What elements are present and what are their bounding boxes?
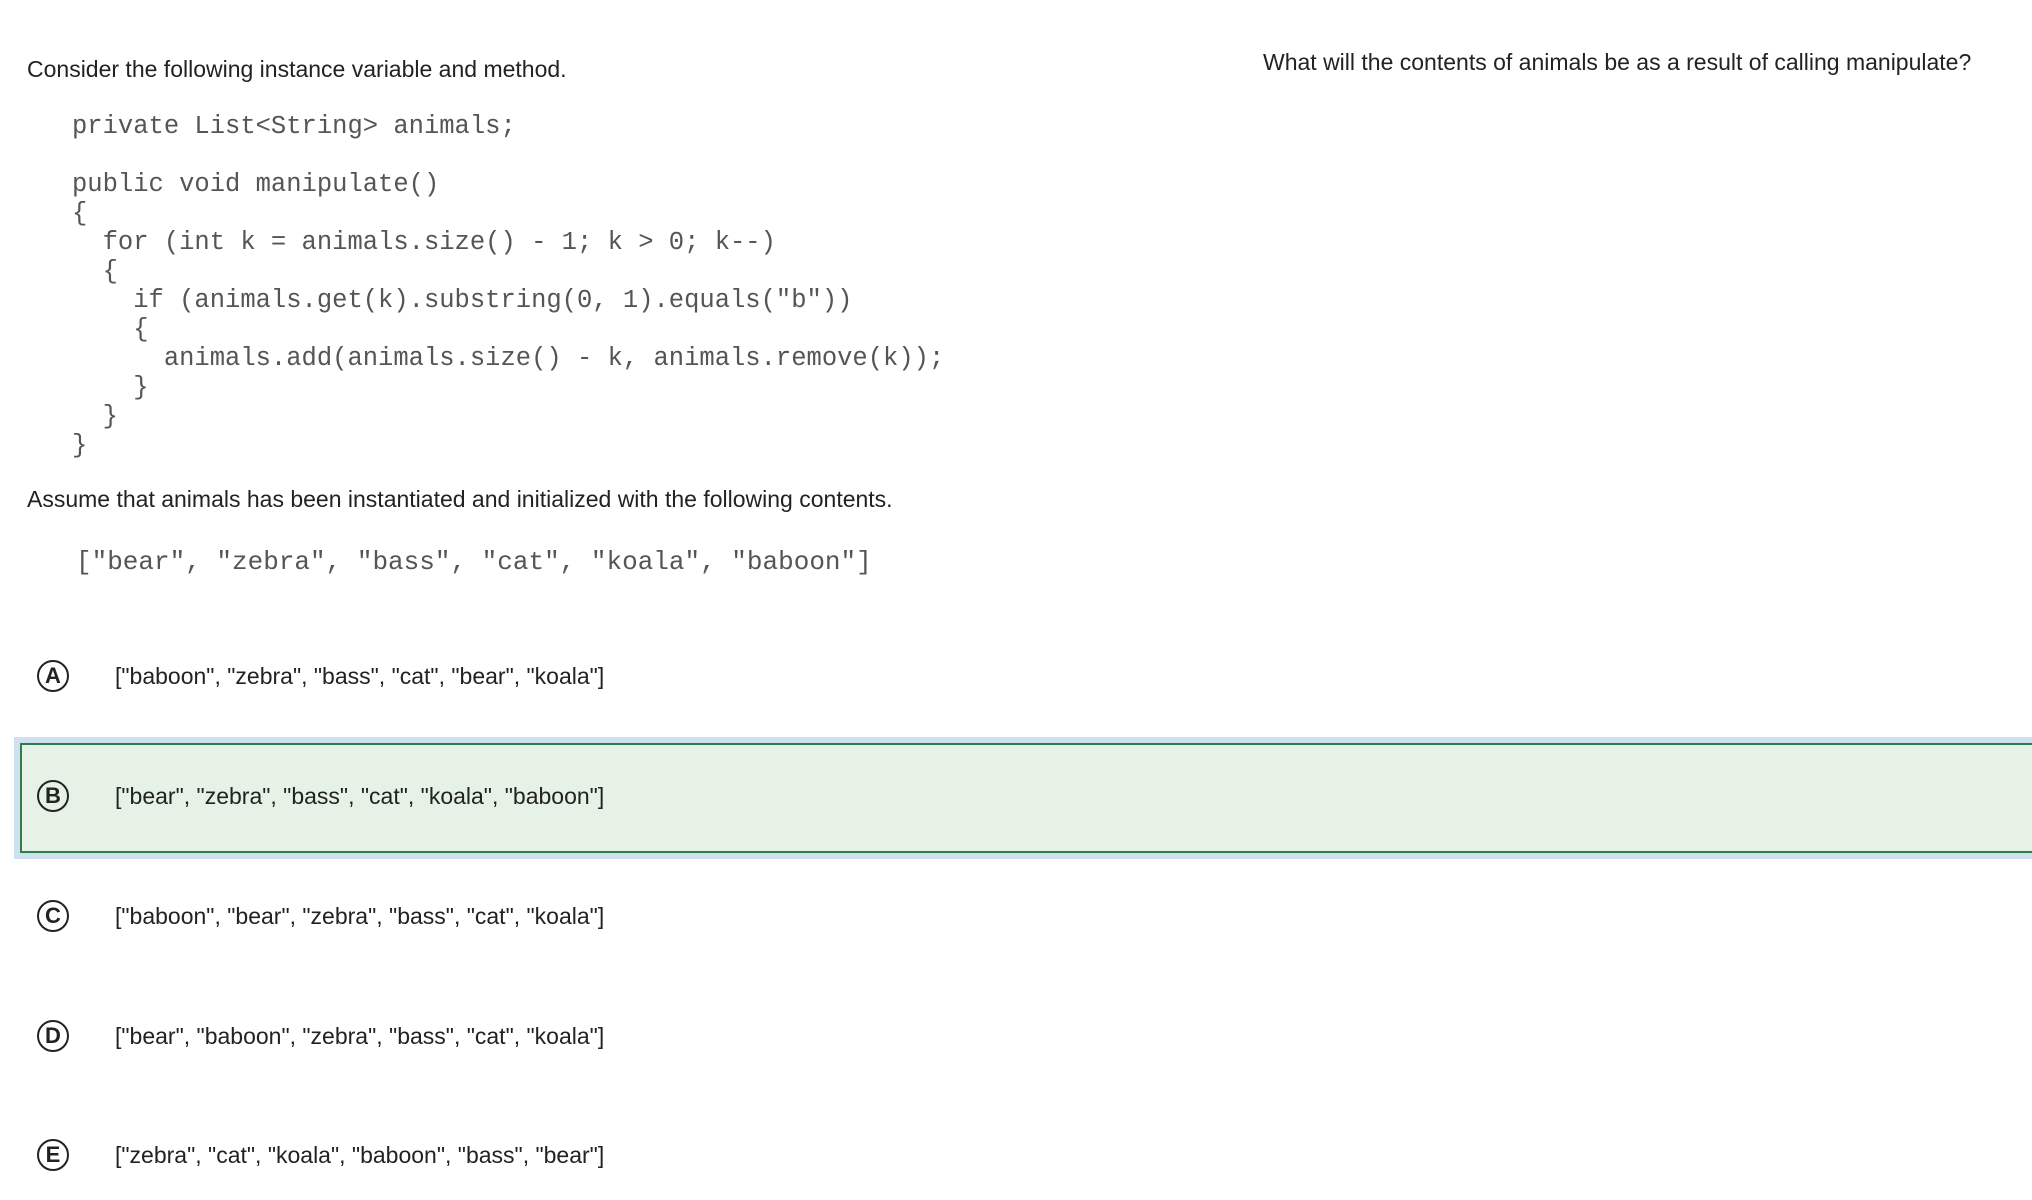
option-text-c: ["baboon", "bear", "zebra", "bass", "cat…: [115, 903, 605, 929]
option-text-a: ["baboon", "zebra", "bass", "cat", "bear…: [115, 663, 605, 689]
code-line: {: [72, 257, 118, 286]
question-prompt: What will the contents of animals be as …: [1263, 49, 1972, 75]
code-line: {: [72, 315, 149, 344]
code-line: }: [72, 373, 149, 402]
code-line: }: [72, 402, 118, 431]
option-letter-b: B: [37, 780, 69, 812]
assumption-text: Assume that animals has been instantiate…: [27, 486, 893, 512]
option-letter-a: A: [37, 660, 69, 692]
code-line: for (int k = animals.size() - 1; k > 0; …: [72, 228, 776, 257]
option-letter-d: D: [37, 1020, 69, 1052]
answer-option-b[interactable]: B ["bear", "zebra", "bass", "cat", "koal…: [20, 743, 2032, 853]
option-text-d: ["bear", "baboon", "zebra", "bass", "cat…: [115, 1023, 605, 1049]
option-text-b: ["bear", "zebra", "bass", "cat", "koala"…: [115, 783, 605, 809]
initial-contents: ["bear", "zebra", "bass", "cat", "koala"…: [76, 547, 872, 577]
code-line: if (animals.get(k).substring(0, 1).equal…: [72, 286, 853, 315]
code-line: public void manipulate(): [72, 170, 440, 199]
code-line: }: [72, 431, 88, 460]
question-intro: Consider the following instance variable…: [27, 56, 567, 82]
option-text-e: ["zebra", "cat", "koala", "baboon", "bas…: [115, 1142, 605, 1168]
option-letter-c: C: [37, 900, 69, 932]
code-line: animals.add(animals.size() - k, animals.…: [72, 344, 945, 373]
answer-option-d[interactable]: D ["bear", "baboon", "zebra", "bass", "c…: [20, 983, 2032, 1093]
code-line: {: [72, 199, 88, 228]
answer-option-e[interactable]: E ["zebra", "cat", "koala", "baboon", "b…: [20, 1102, 2032, 1200]
code-line: private List<String> animals;: [72, 112, 516, 141]
answer-option-a[interactable]: A ["baboon", "zebra", "bass", "cat", "be…: [20, 623, 2032, 733]
answer-option-c[interactable]: C ["baboon", "bear", "zebra", "bass", "c…: [20, 863, 2032, 973]
option-letter-e: E: [37, 1139, 69, 1171]
